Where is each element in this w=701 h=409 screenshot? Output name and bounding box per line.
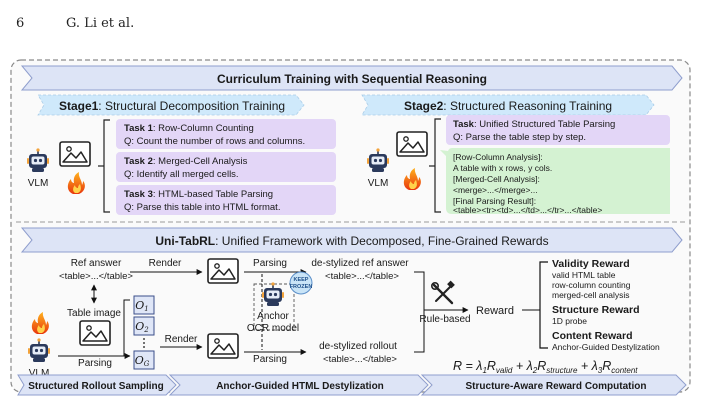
- rule-based-label: Rule-based: [419, 314, 470, 325]
- curriculum-banner: [20, 65, 683, 91]
- svg-text:Q: Count the number of rows an: Q: Count the number of rows and columns.: [124, 136, 305, 147]
- stage1-task3-box: [116, 185, 336, 215]
- svg-text:O2: O2: [135, 320, 149, 334]
- svg-text:OG: OG: [135, 354, 150, 368]
- keep-frozen-badge: [289, 271, 313, 295]
- svg-text:Q: Parse this table into HTML: Q: Parse this table into HTML format.: [124, 202, 280, 213]
- table-image-icon: [79, 320, 111, 346]
- validity-reward-title: Validity Reward: [552, 258, 630, 270]
- unitabrl-banner: [20, 227, 683, 253]
- svg-text:<table><tr><td>...</td>...</tr: <table><tr><td>...</td>...</tr>...</tabl…: [453, 205, 602, 215]
- stage1-image-icon: [59, 141, 91, 167]
- svg-text:valid HTML table: valid HTML table: [552, 270, 616, 280]
- ocr-model-label: OCR model: [247, 323, 299, 334]
- svg-text:Task 3: HTML-based Table Parsi: Task 3: HTML-based Table Parsing: [124, 189, 273, 200]
- section-reward-computation: [420, 374, 687, 396]
- structure-reward-title: Structure Reward: [552, 304, 640, 316]
- stage1-task1-box: [116, 119, 336, 149]
- stage1-task2-box: [116, 152, 336, 182]
- stage2-vlm-label: VLM: [368, 178, 389, 189]
- svg-text:Structure-Aware Reward Computa: Structure-Aware Reward Computation: [466, 381, 647, 392]
- svg-text:<merge>...</merge>...: <merge>...</merge>...: [453, 185, 538, 195]
- section-html-destylization: [168, 374, 429, 396]
- destylized-rollout-table: <table>...</table>: [323, 354, 397, 365]
- stage2-task-box: [446, 115, 670, 145]
- render-label-bottom: Render: [165, 334, 198, 345]
- svg-text:merged-cell analysis: merged-cell analysis: [552, 290, 629, 300]
- reward-formula: R = λ1Rvalid + λ2Rstructure + λ3Rcontent: [453, 359, 638, 375]
- svg-text:O1: O1: [135, 299, 149, 313]
- svg-text:Q: Parse the table step by ste: Q: Parse the table step by step.: [453, 132, 586, 143]
- svg-text:FROZEN: FROZEN: [290, 284, 313, 290]
- destylized-rollout-label: de-stylized rollout: [319, 341, 397, 352]
- stage1-vlm-label: VLM: [28, 178, 49, 189]
- output-o1-box: [133, 295, 155, 315]
- svg-text:row-column counting: row-column counting: [552, 280, 631, 290]
- unitabrl-title: Uni-TabRL: Unified Framework with Decomp…: [155, 234, 548, 248]
- ref-answer-table: <table>...</table>: [59, 271, 133, 282]
- output-o2-box: [133, 316, 155, 336]
- anchor-label: Anchor: [257, 311, 289, 322]
- svg-text:Task 2: Merged-Cell Analysis: Task 2: Merged-Cell Analysis: [124, 156, 248, 167]
- svg-text:Anchor-Guided Destylization: Anchor-Guided Destylization: [552, 342, 660, 352]
- svg-text:1D probe: 1D probe: [552, 316, 587, 326]
- output-og-box: [133, 350, 155, 370]
- running-header-authors: G. Li et al.: [66, 16, 135, 31]
- destylized-ref-table: <table>...</table>: [325, 271, 399, 282]
- parsing-label-top: Parsing: [253, 258, 287, 269]
- svg-text:Anchor-Guided HTML Destylizati: Anchor-Guided HTML Destylization: [216, 381, 384, 392]
- reward-label: Reward: [476, 305, 514, 317]
- svg-text:[Merged-Cell Analysis]:: [Merged-Cell Analysis]:: [453, 174, 540, 184]
- svg-text:KEEP: KEEP: [294, 277, 309, 283]
- rendered-ref-image-icon: [207, 258, 239, 284]
- render-label-top: Render: [149, 258, 182, 269]
- stage2-banner: [361, 94, 655, 116]
- stage1-label: Stage1: Structural Decomposition Trainin…: [59, 99, 285, 113]
- stage1-banner: [37, 94, 305, 116]
- svg-text:[Final Parsing Result]:: [Final Parsing Result]:: [453, 196, 536, 206]
- svg-text:A table with x rows, y cols.: A table with x rows, y cols.: [453, 163, 552, 173]
- stage2-answer-bubble: [440, 148, 670, 214]
- rl-vlm-label: VLM: [29, 368, 50, 379]
- rendered-rollout-image-icon: [207, 333, 239, 359]
- stage2-label: Stage2: Structured Reasoning Training: [404, 99, 612, 113]
- svg-text:Task: Unified Structured Table: Task: Unified Structured Table Parsing: [453, 119, 615, 130]
- page-number: 6: [16, 16, 25, 31]
- svg-text:Q: Identify all merged cells.: Q: Identify all merged cells.: [124, 169, 239, 180]
- parsing-label-bottom: Parsing: [253, 354, 287, 365]
- section-rollout-sampling: [17, 374, 177, 396]
- curriculum-title: Curriculum Training with Sequential Reas…: [217, 72, 487, 86]
- destylized-ref-label: de-stylized ref answer: [311, 258, 409, 269]
- table-image-label: Table image: [67, 308, 121, 319]
- parsing-label-left: Parsing: [78, 358, 112, 369]
- stage2-image-icon: [396, 131, 428, 157]
- tools-icon: [430, 280, 455, 305]
- svg-text:Task 1: Row-Column Counting: Task 1: Row-Column Counting: [124, 123, 254, 134]
- svg-text:[Row-Column Analysis]:: [Row-Column Analysis]:: [453, 152, 543, 162]
- ref-answer-label: Ref answer: [71, 258, 122, 269]
- svg-text:Structured Rollout Sampling: Structured Rollout Sampling: [28, 381, 164, 392]
- content-reward-title: Content Reward: [552, 330, 633, 342]
